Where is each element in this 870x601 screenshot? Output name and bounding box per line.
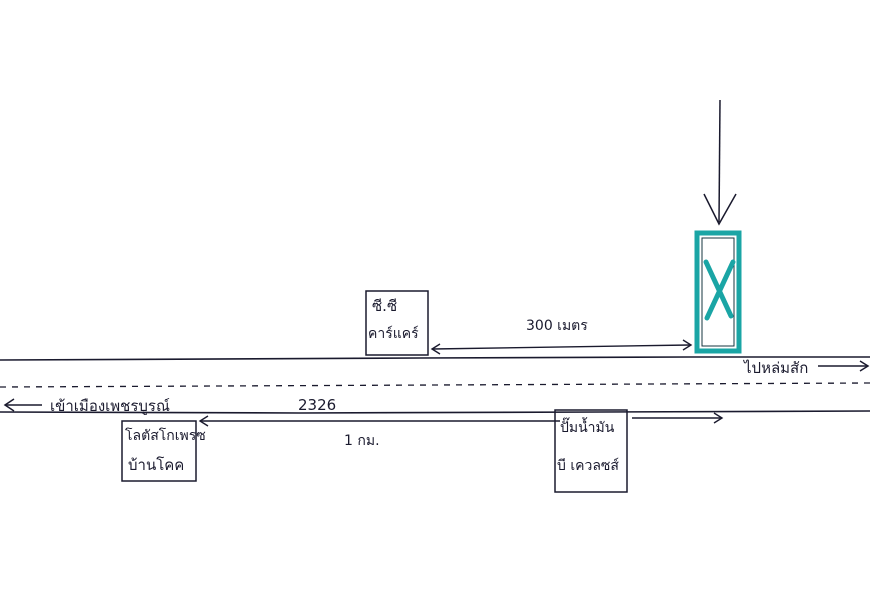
- direction-arrow-right: [818, 360, 870, 372]
- pointer-arrow-head: [703, 193, 737, 226]
- landmark-car-care: ซี.ซี คาร์แคร์: [365, 290, 429, 356]
- landmark-car-care-line1: ซี.ซี: [372, 297, 397, 315]
- road-top-edge: [0, 356, 870, 361]
- road-bottom-edge: [0, 410, 870, 414]
- direction-right-label: ไปหล่มสัก: [743, 359, 808, 377]
- direction-left-label: เข้าเมืองเพชรบูรณ์: [50, 397, 170, 415]
- landmark-gas-station-line2: บี เควลซส์: [557, 457, 619, 474]
- direction-arrow-left: [3, 398, 42, 412]
- distance-top-measure: [430, 339, 693, 355]
- landmark-lotus: โลตัสโกเพรซ บ้านโคค: [121, 420, 206, 482]
- distance-bottom-measure: [198, 412, 724, 427]
- landmark-lotus-line2: บ้านโคค: [128, 456, 184, 474]
- target-x-mark: [703, 259, 736, 321]
- road: [0, 356, 870, 414]
- distance-top-label: 300 เมตร: [526, 318, 588, 334]
- pointer-arrow-line: [718, 99, 721, 223]
- landmark-car-care-line2: คาร์แคร์: [368, 325, 419, 342]
- target-location: [694, 99, 742, 354]
- landmark-gas-station-line1: ปั๊มน้ำมัน: [560, 417, 615, 436]
- road-center-dashed-line: [0, 382, 870, 388]
- target-box: [694, 230, 742, 354]
- landmark-gas-station: ปั๊มน้ำมัน บี เควลซส์: [554, 409, 628, 493]
- distance-bottom-label: 1 กม.: [344, 433, 380, 449]
- landmark-lotus-line1: โลตัสโกเพรซ: [125, 427, 206, 444]
- road-number-label: 2326: [298, 396, 336, 414]
